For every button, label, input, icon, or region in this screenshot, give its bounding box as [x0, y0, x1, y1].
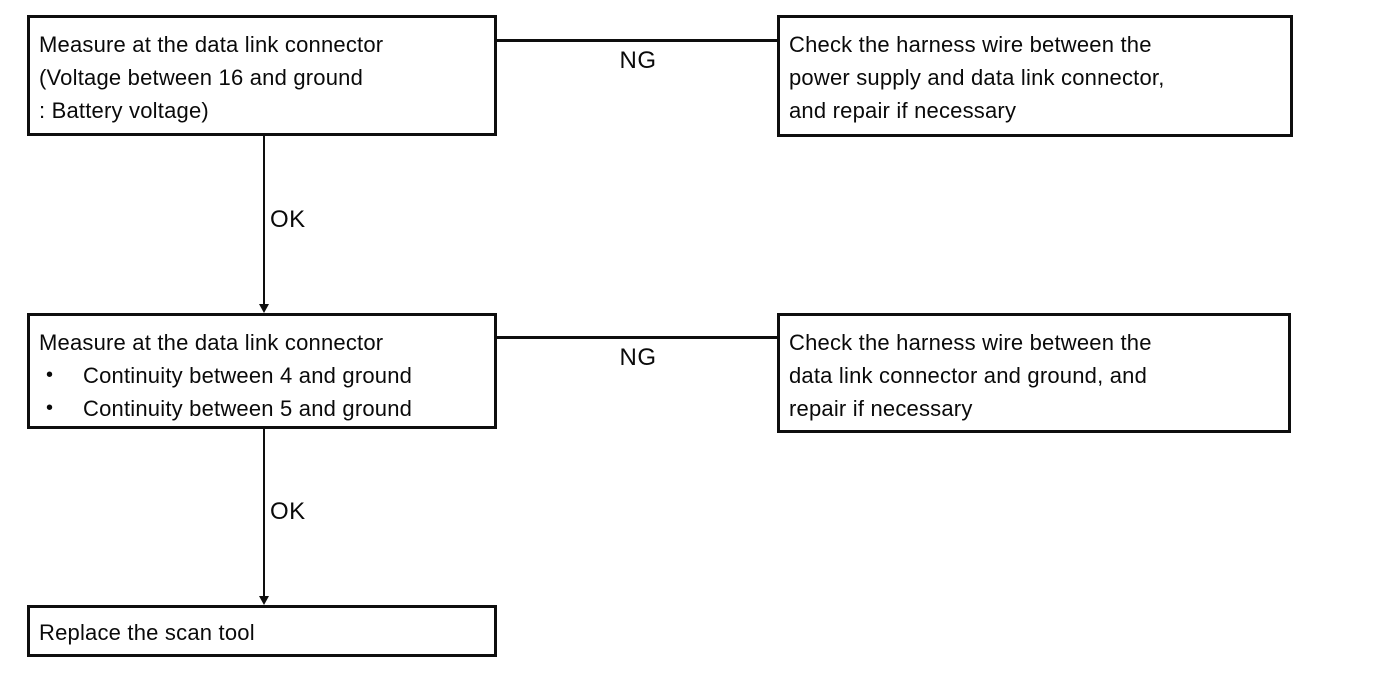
edge-label-ng1: NG: [619, 47, 657, 74]
flowchart-node-step1-measure-voltage: Measure at the data link connector (Volt…: [27, 15, 497, 136]
connector-step2-to-ng-action: [495, 336, 777, 339]
flowchart-node-step2-ng-action: Check the harness wire between the data …: [777, 313, 1291, 433]
node-text-line: repair if necessary: [789, 396, 973, 421]
node-text-line: Measure at the data link connector: [39, 32, 384, 57]
bullet-icon: •: [46, 364, 54, 386]
node-text-line: Check the harness wire between the: [789, 32, 1152, 57]
node-text-line: Replace the scan tool: [39, 620, 255, 645]
edge-label-ng2: NG: [619, 344, 657, 371]
node-text-line: Check the harness wire between the: [789, 330, 1152, 355]
connector-step2-to-final: [263, 429, 265, 599]
arrow-down-icon: [259, 596, 269, 605]
node-text-line: Continuity between 4 and ground: [83, 363, 413, 388]
flowchart-node-step2-measure-continuity: Measure at the data link connector • Con…: [27, 313, 497, 429]
node-text-line: Measure at the data link connector: [39, 330, 384, 355]
bullet-icon: •: [46, 397, 54, 419]
edge-label-ok2: OK: [270, 498, 306, 525]
node-bullet-line: • Continuity between 5 and ground: [39, 392, 488, 425]
node-text-line: data link connector and ground, and: [789, 363, 1148, 388]
arrow-down-icon: [259, 304, 269, 313]
flowchart-node-step1-ng-action: Check the harness wire between the power…: [777, 15, 1293, 137]
node-text-line: power supply and data link connector,: [789, 65, 1165, 90]
flowchart-node-final-replace-scan-tool: Replace the scan tool: [27, 605, 497, 657]
connector-step1-to-ng-action: [495, 39, 777, 42]
node-text-line: : Battery voltage): [39, 98, 209, 123]
node-text-line: Continuity between 5 and ground: [83, 396, 413, 421]
node-bullet-line: • Continuity between 4 and ground: [39, 359, 488, 392]
edge-label-ok1: OK: [270, 206, 306, 233]
node-text-line: (Voltage between 16 and ground: [39, 65, 364, 90]
connector-step1-to-step2: [263, 136, 265, 308]
node-text-line: and repair if necessary: [789, 98, 1017, 123]
